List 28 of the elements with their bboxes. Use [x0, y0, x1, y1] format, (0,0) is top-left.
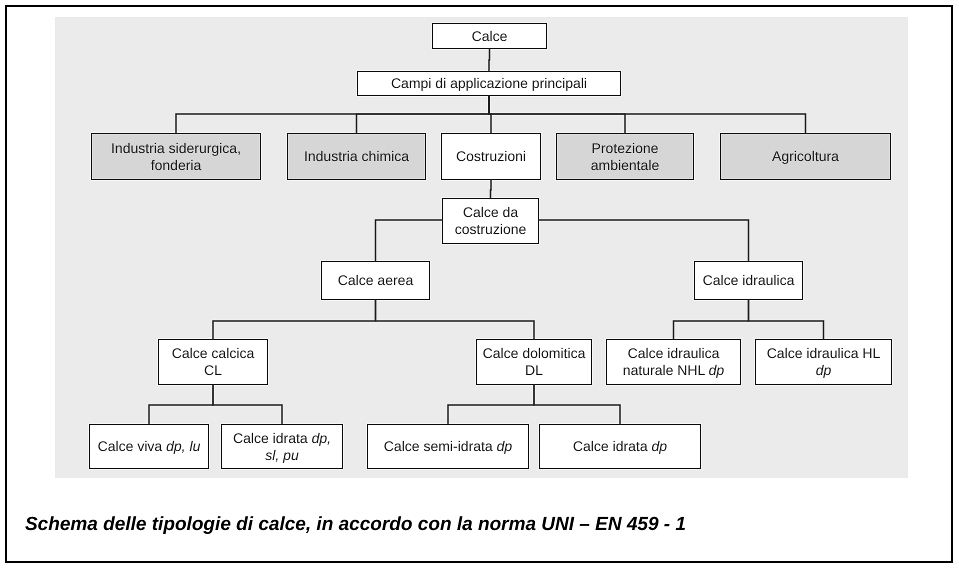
category-box: Calce idraulica — [694, 261, 803, 300]
connector-line — [374, 300, 535, 339]
connector-line — [748, 300, 824, 339]
category-box: Calce — [432, 23, 547, 49]
category-box: Industria siderurgica, fonderia — [91, 133, 261, 180]
category-box: Calce dolomitica DL — [476, 339, 592, 385]
category-box: Calce idraulica naturale NHL dp — [606, 339, 741, 385]
category-box: Protezione ambientale — [556, 133, 694, 180]
category-box: Calce aerea — [321, 261, 430, 300]
category-box: Calce viva dp, lu — [89, 424, 209, 469]
category-box: Calce da costruzione — [442, 198, 539, 244]
caption: Schema delle tipologie di calce, in accordo con la norma UNI – EN 459 - 1 — [25, 513, 686, 537]
connector-line — [488, 49, 490, 71]
category-box: Agricoltura — [720, 133, 891, 180]
connector-line — [539, 219, 750, 261]
connector-line — [533, 385, 621, 424]
connector-line — [212, 385, 283, 424]
connector-line — [490, 180, 492, 198]
connector-line — [488, 96, 806, 133]
category-box: Calce idrata dp, sl, pu — [221, 424, 343, 469]
category-box: Calce calcica CL — [158, 339, 268, 385]
category-box: Calce idraulica HL dp — [755, 339, 892, 385]
category-box: Costruzioni — [441, 133, 541, 180]
category-box: Calce idrata dp — [539, 424, 701, 469]
category-box: Calce semi-idrata dp — [367, 424, 529, 469]
connector-line — [374, 219, 442, 261]
category-box: Industria chimica — [287, 133, 426, 180]
category-box: Campi di applicazione principali — [357, 71, 621, 96]
